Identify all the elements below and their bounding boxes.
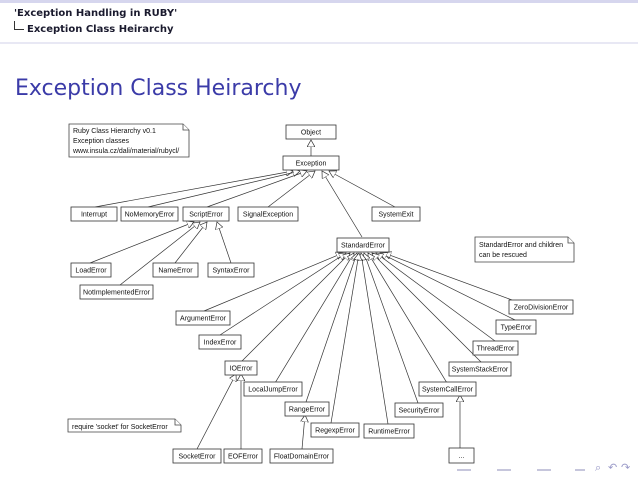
class-script-error: ScriptError — [182, 206, 230, 222]
class-load-error-label: LoadError — [75, 268, 107, 275]
class-runtime-error-label: RuntimeError — [368, 429, 410, 436]
class-security-error-label: SecurityError — [399, 408, 441, 415]
class-object-label: Object — [301, 130, 321, 137]
class-socket-error-label: SocketError — [179, 454, 217, 461]
breadcrumb-subsection[interactable]: Exception Class Heirarchy — [14, 21, 174, 35]
beamer-navigation: ⌕ ↶ ↷ — [455, 461, 635, 477]
breadcrumb-subsection-label: Exception Class Heirarchy — [27, 24, 174, 35]
class-script-error-label: ScriptError — [189, 212, 223, 219]
class-not-implemented-error: NotImplementedError — [79, 284, 154, 300]
note-rescued-line-2: can be rescued — [479, 252, 527, 259]
class-type-error-label: TypeError — [501, 325, 532, 332]
nav-page-segment[interactable] — [575, 469, 585, 471]
class-system-exit-label: SystemExit — [378, 212, 413, 219]
class-eof-error-label: EOFError — [228, 454, 259, 461]
slide-header: 'Exception Handling in RUBY' Exception C… — [0, 0, 638, 42]
class-float-domain-error-label: FloatDomainError — [274, 454, 330, 461]
class-exception: Exception — [282, 155, 340, 171]
class-regexp-error-label: RegexpError — [315, 428, 355, 435]
class-signal-exception: SignalException — [237, 206, 299, 222]
class-syntax-error: SyntaxError — [207, 262, 255, 278]
class-range-error-label: RangeError — [289, 407, 326, 414]
class-interrupt: Interrupt — [70, 206, 118, 222]
note-socket-line-1: require 'socket' for SocketError — [72, 424, 168, 431]
class-name-error-label: NameError — [158, 268, 193, 275]
class-io-error: IOError — [224, 360, 258, 376]
class-type-error: TypeError — [495, 319, 537, 335]
class-argument-error: ArgumentError — [175, 310, 231, 326]
class-zero-division-error: ZeroDivisionError — [508, 299, 574, 315]
class-signal-exception-label: SignalException — [243, 212, 293, 219]
class-float-domain-error: FloatDomainError — [269, 448, 334, 464]
class-syntax-error-label: SyntaxError — [213, 268, 251, 275]
note-hierarchy-line-3: www.insula.cz/dali/material/rubycl/ — [72, 148, 179, 155]
class-interrupt-label: Interrupt — [81, 212, 107, 219]
class-regexp-error: RegexpError — [310, 422, 360, 438]
class-system-call-error-label: SystemCallError — [422, 387, 474, 394]
undo-icon[interactable]: ↶ — [608, 461, 618, 474]
class-no-memory-error-label: NoMemoryError — [125, 212, 175, 219]
redo-icon[interactable]: ↷ — [621, 461, 631, 474]
class-security-error: SecurityError — [394, 402, 444, 418]
note-rescued: StandardError and children can be rescue… — [474, 236, 575, 263]
class-standard-error-label: StandardError — [341, 243, 386, 250]
note-socket: require 'socket' for SocketError — [67, 418, 182, 433]
note-hierarchy-line-2: Exception classes — [73, 138, 130, 145]
class-system-call-error: SystemCallError — [418, 381, 477, 397]
class-range-error: RangeError — [284, 401, 330, 417]
class-no-memory-error: NoMemoryError — [120, 206, 179, 222]
nav-frame-segment[interactable] — [457, 469, 471, 471]
class-io-error-label: IOError — [230, 366, 254, 373]
class-object: Object — [285, 124, 337, 140]
class-ellipsis: ... — [448, 447, 475, 464]
class-exception-label: Exception — [296, 161, 327, 168]
breadcrumb-section[interactable]: 'Exception Handling in RUBY' — [14, 8, 178, 19]
class-ellipsis-label: ... — [459, 453, 465, 460]
class-thread-error: ThreadError — [472, 340, 519, 356]
header-divider — [0, 42, 638, 44]
class-not-implemented-error-label: NotImplementedError — [83, 290, 151, 297]
note-hierarchy-line-1: Ruby Class Hierarchy v0.1 — [73, 128, 156, 135]
inheritance-edges — [89, 140, 516, 450]
nav-section-segment[interactable] — [537, 469, 551, 471]
class-index-error: IndexError — [198, 334, 242, 350]
search-icon[interactable]: ⌕ — [595, 461, 602, 474]
header-bar — [0, 0, 638, 3]
class-standard-error: StandardError — [336, 237, 390, 253]
class-system-stack-error: SystemStackError — [448, 361, 512, 377]
class-runtime-error: RuntimeError — [363, 423, 415, 439]
class-argument-error-label: ArgumentError — [180, 316, 227, 323]
class-thread-error-label: ThreadError — [477, 346, 515, 353]
tree-branch-icon — [14, 21, 24, 30]
class-local-jump-error: LocalJumpError — [243, 381, 303, 397]
class-system-exit: SystemExit — [371, 206, 421, 222]
note-hierarchy: Ruby Class Hierarchy v0.1 Exception clas… — [68, 123, 190, 158]
class-name-error: NameError — [152, 262, 199, 278]
class-zero-division-error-label: ZeroDivisionError — [514, 305, 569, 312]
slide-title: Exception Class Heirarchy — [15, 76, 302, 101]
class-local-jump-error-label: LocalJumpError — [248, 387, 298, 394]
class-socket-error: SocketError — [172, 448, 222, 464]
class-index-error-label: IndexError — [204, 340, 237, 347]
class-load-error: LoadError — [70, 262, 112, 278]
class-system-stack-error-label: SystemStackError — [452, 367, 509, 374]
note-rescued-line-1: StandardError and children — [479, 242, 563, 249]
nav-subsection-segment[interactable] — [497, 469, 511, 471]
class-eof-error: EOFError — [223, 448, 263, 464]
